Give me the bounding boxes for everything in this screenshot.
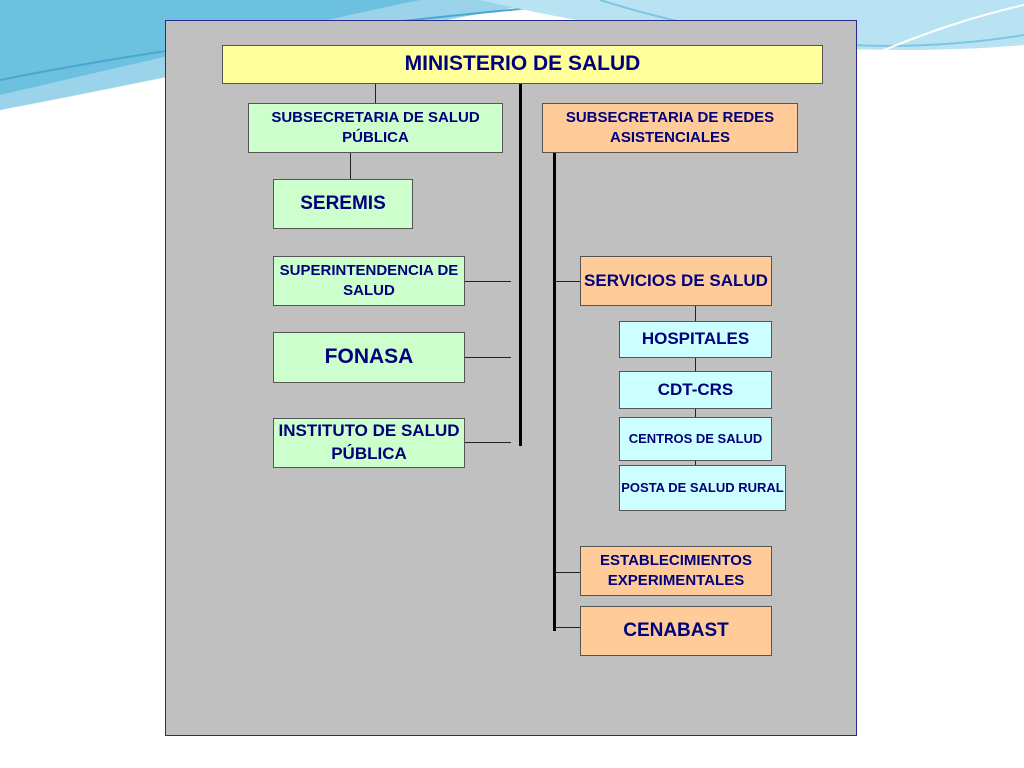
- servicios-connector: [555, 281, 580, 282]
- establecimientos-label: ESTABLECIMIENTOS EXPERIMENTALES: [600, 551, 752, 589]
- subsecretaria-redes-label: SUBSECRETARIA DE REDES ASISTENCIALES: [565, 108, 775, 146]
- cdt-label: CDT-CRS: [657, 379, 734, 399]
- establecimientos-box: ESTABLECIMIENTOS EXPERIMENTALES: [580, 546, 772, 596]
- public-health-connector: [375, 78, 376, 103]
- instituto-connector: [465, 442, 511, 443]
- instituto-box: INSTITUTO DE SALUD PÚBLICA: [273, 418, 465, 468]
- cenabast-connector: [555, 627, 580, 628]
- fonasa-box: FONASA: [273, 332, 465, 383]
- main-trunk-line: [519, 78, 522, 446]
- instituto-label: INSTITUTO DE SALUD PÚBLICA: [278, 421, 460, 463]
- hospitales-box: HOSPITALES: [619, 321, 772, 358]
- superintendencia-label: SUPERINTENDENCIA DE SALUD: [279, 261, 459, 299]
- seremis-box: SEREMIS: [273, 179, 413, 229]
- cenabast-box: CENABAST: [580, 606, 772, 656]
- fonasa-connector: [465, 357, 511, 358]
- ministerio-box: MINISTERIO DE SALUD: [222, 45, 823, 84]
- seremis-connector: [350, 153, 351, 179]
- servicios-label: SERVICIOS DE SALUD: [584, 270, 768, 290]
- cdt-box: CDT-CRS: [619, 371, 772, 409]
- posta-label: POSTA DE SALUD RURAL: [621, 480, 784, 496]
- ministerio-label: MINISTERIO DE SALUD: [404, 52, 641, 76]
- superintendencia-box: SUPERINTENDENCIA DE SALUD: [273, 256, 465, 306]
- superintendencia-connector: [465, 281, 511, 282]
- subsecretaria-salud-publica-label: SUBSECRETARIA DE SALUD PÚBLICA: [271, 108, 480, 146]
- hospitales-label: HOSPITALES: [641, 329, 750, 349]
- cenabast-label: CENABAST: [623, 620, 729, 642]
- establecimientos-connector: [555, 572, 580, 573]
- centros-label: CENTROS DE SALUD: [628, 431, 763, 447]
- subsecretaria-salud-publica-box: SUBSECRETARIA DE SALUD PÚBLICA: [248, 103, 503, 153]
- centros-box: CENTROS DE SALUD: [619, 417, 772, 461]
- seremis-label: SEREMIS: [300, 193, 386, 215]
- networks-trunk-line: [553, 153, 556, 631]
- fonasa-label: FONASA: [324, 345, 414, 369]
- posta-box: POSTA DE SALUD RURAL: [619, 465, 786, 511]
- servicios-box: SERVICIOS DE SALUD: [580, 256, 772, 306]
- subsecretaria-redes-box: SUBSECRETARIA DE REDES ASISTENCIALES: [542, 103, 798, 153]
